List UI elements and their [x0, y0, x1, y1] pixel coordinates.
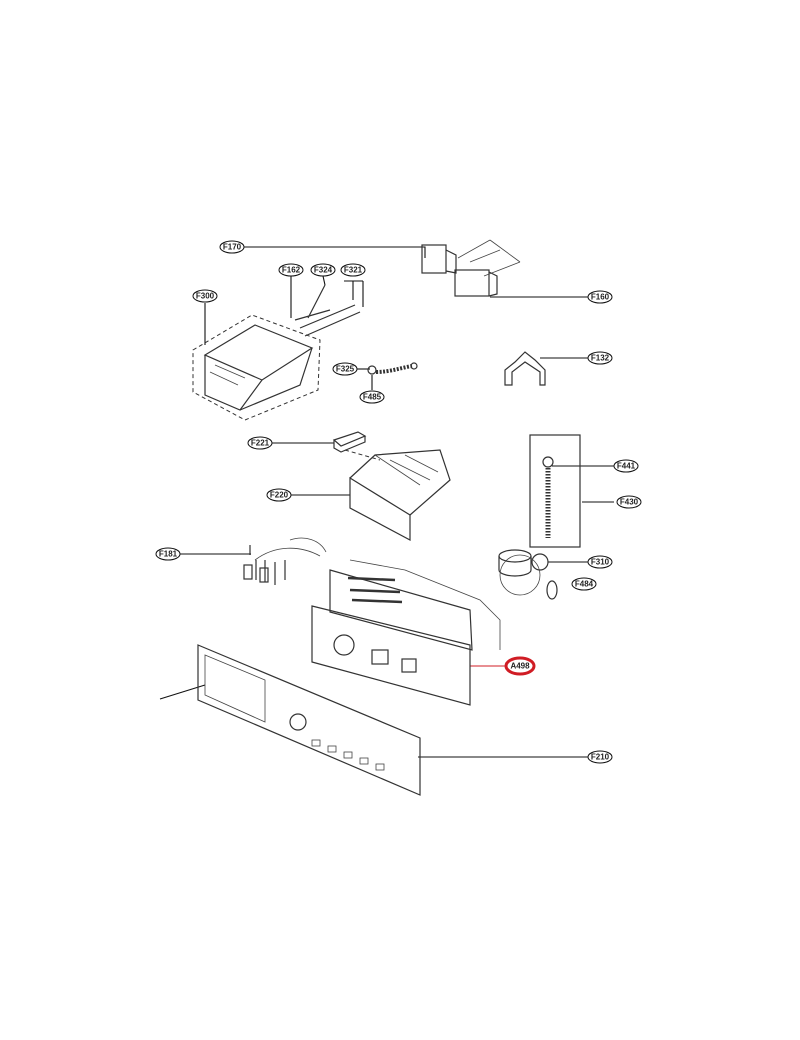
wire-harness: [243, 537, 327, 585]
svg-text:F324: F324: [314, 266, 333, 275]
svg-text:F132: F132: [591, 354, 610, 363]
callout-f132[interactable]: F132: [587, 351, 613, 365]
svg-text:F321: F321: [344, 266, 363, 275]
svg-text:F485: F485: [363, 393, 382, 402]
dispenser-housing: [192, 284, 361, 421]
callout-f181[interactable]: F181: [155, 547, 181, 561]
svg-text:F162: F162: [282, 266, 301, 275]
detergent-drawer: [344, 449, 451, 541]
svg-text:F170: F170: [223, 243, 242, 252]
callout-f310[interactable]: F310: [587, 555, 613, 569]
control-panel-fascia: [197, 644, 421, 796]
leader-lines: [159, 246, 614, 758]
control-pcb: [311, 559, 501, 706]
callout-f220[interactable]: F220: [266, 488, 292, 502]
svg-text:F181: F181: [159, 550, 178, 559]
callout-f321[interactable]: F321: [340, 263, 366, 277]
svg-text:F430: F430: [620, 498, 639, 507]
svg-text:F220: F220: [270, 491, 289, 500]
callout-f484[interactable]: F484: [571, 577, 597, 591]
callout-f210[interactable]: F210: [587, 750, 613, 764]
filter-cap: [498, 549, 558, 600]
svg-text:F325: F325: [336, 365, 355, 374]
svg-text:F221: F221: [251, 439, 270, 448]
callout-f300[interactable]: F300: [192, 289, 218, 303]
svg-text:F441: F441: [617, 462, 636, 471]
callout-f221[interactable]: F221: [247, 436, 273, 450]
callout-f170[interactable]: F170: [219, 240, 245, 254]
svg-text:F160: F160: [591, 293, 610, 302]
svg-text:F300: F300: [196, 292, 215, 301]
callout-f324[interactable]: F324: [310, 263, 336, 277]
svg-text:F310: F310: [591, 558, 610, 567]
callout-f430[interactable]: F430: [616, 495, 642, 509]
callout-f162[interactable]: F162: [278, 263, 304, 277]
callout-f160[interactable]: F160: [587, 290, 613, 304]
drain-hose-box: [529, 434, 581, 548]
callout-f441[interactable]: F441: [613, 459, 639, 473]
callout-f485[interactable]: F485: [359, 390, 385, 404]
softener-cap: [332, 431, 367, 453]
svg-text:F210: F210: [591, 753, 610, 762]
callout-f325[interactable]: F325: [332, 362, 358, 376]
water-valve-assembly: [421, 239, 521, 297]
callouts: F170 F162 F324 F321 F300 F160 F325 F485 …: [155, 240, 642, 764]
svg-text:F484: F484: [575, 580, 594, 589]
hose: [367, 362, 418, 375]
clip: [504, 351, 546, 386]
callout-a498-highlighted[interactable]: A498: [504, 656, 536, 676]
svg-text:A498: A498: [510, 662, 530, 671]
